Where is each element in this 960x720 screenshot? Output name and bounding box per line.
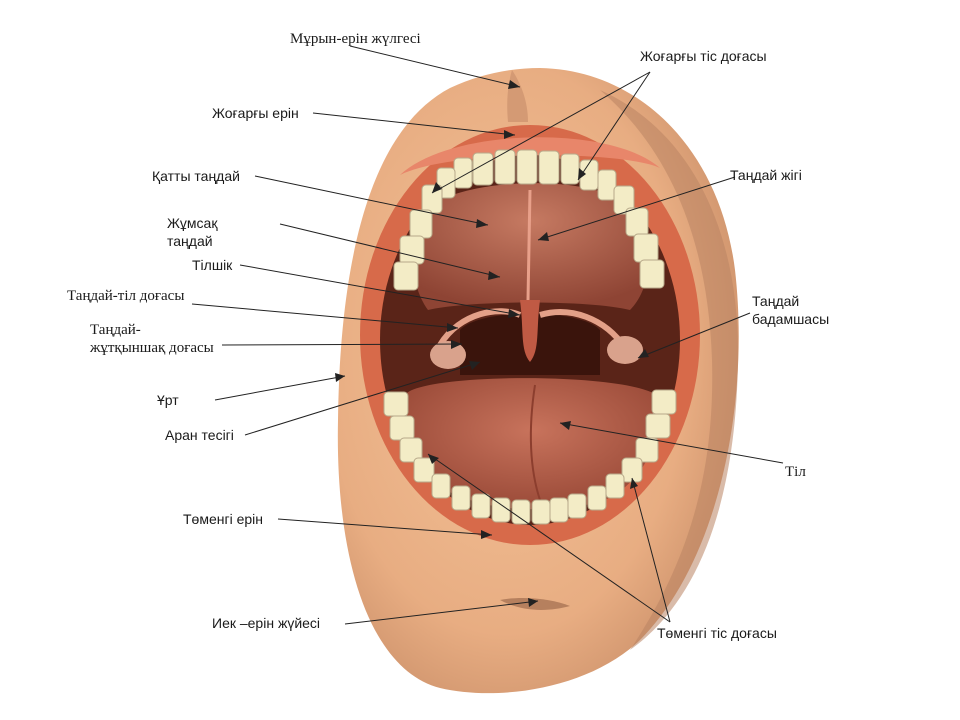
face-shadow [600, 90, 739, 650]
label-mentolabial-sulcus: Иек –ерін жүйесі [212, 615, 321, 631]
label-uvula: Тілшік [192, 257, 233, 273]
palatine-raphe [526, 189, 532, 301]
upper-teeth [393, 149, 665, 291]
label-palatoglossal-arch: Таңдай-тіл доғасы [67, 288, 185, 304]
label-palatopharyngeal-arch-line1: Таңдай- [90, 322, 141, 338]
label-palatopharyngeal-arch: Таңдай- жұтқыншақ доғасы [90, 321, 214, 357]
uvula-shape [520, 300, 540, 362]
tongue-shape [404, 378, 661, 510]
label-palatine-raphe: Таңдай жігі [730, 167, 802, 183]
upper-lip-highlight [400, 137, 660, 175]
label-palatine-tonsil: Таңдай бадамшасы [752, 292, 829, 328]
label-palatine-tonsil-line2: бадамшасы [752, 311, 830, 327]
label-lower-dental-arch: Төменгі тіс доғасы [657, 625, 777, 641]
palate [412, 183, 649, 310]
lower-teeth [383, 389, 677, 525]
label-palatopharyngeal-arch-line2: жұтқыншақ доғасы [90, 340, 214, 356]
label-philtrum: Мұрын-ерін жүлгесі [290, 31, 421, 47]
label-soft-palate-line2: таңдай [167, 233, 213, 249]
label-palatine-tonsil-line1: Таңдай [752, 293, 800, 309]
chin-groove [500, 598, 570, 610]
tonsil-left [430, 341, 466, 369]
tongue-groove [529, 384, 541, 501]
leader-lines [191, 45, 784, 625]
label-hard-palate: Қатты таңдай [152, 168, 240, 184]
tonsil-right [607, 336, 643, 364]
label-cheek: Ұрт [157, 392, 179, 408]
label-soft-palate-line1: Жұмсақ [167, 215, 218, 231]
label-lower-lip: Төменгі ерін [183, 511, 264, 527]
label-tongue: Тіл [785, 464, 806, 480]
label-upper-lip: Жоғарғы ерін [212, 105, 299, 121]
label-fauces: Аран тесігі [165, 427, 234, 443]
arrowheads [335, 80, 649, 607]
label-upper-dental-arch: Жоғарғы тіс доғасы [640, 48, 767, 64]
label-soft-palate: Жұмсақ таңдай [167, 214, 217, 250]
